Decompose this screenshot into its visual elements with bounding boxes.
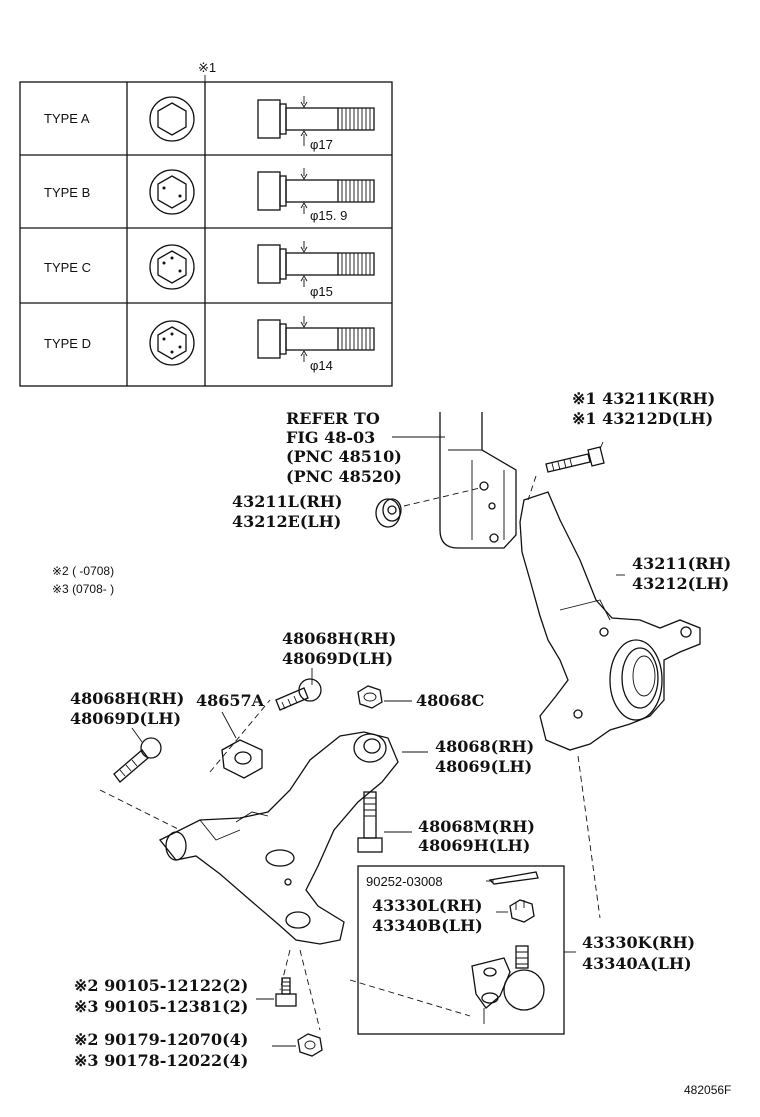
hex-head-type-d-icon (149, 320, 195, 366)
label-arm-rh: 48068(RH) (435, 737, 534, 756)
label-nut-ball-lh: 43340B(LH) (372, 916, 483, 935)
lower-control-arm (158, 731, 399, 945)
label-nut-b-2: ※2 90179-12070(4) (74, 1030, 248, 1049)
castle-nut-icon (509, 899, 535, 923)
label-bolt-a-3: ※3 90105-12381(2) (74, 997, 248, 1016)
bolt-type-table: ※1 TYPE A TYPE B TYPE C TYPE D (19, 60, 393, 387)
label-nut-b-3: ※3 90178-12022(4) (74, 1051, 248, 1070)
camber-bolt-icon (545, 441, 605, 473)
label-bracket: 48657A (196, 691, 265, 710)
note-2-date-range: ※2 ( -0708) (52, 564, 114, 578)
refer-line-3: (PNC 48510) (286, 447, 402, 466)
label-bolt-k: ※1 43211K(RH) (572, 389, 715, 408)
label-bolt-m-lh: 48069H(LH) (418, 836, 530, 855)
refer-block: REFER TO FIG 48-03 (PNC 48510) (PNC 4852… (286, 409, 445, 486)
label-nut-e: 43212E(LH) (232, 512, 341, 531)
label-cotter-pin: 90252-03008 (366, 874, 443, 889)
hex-head-type-c-icon (149, 244, 195, 290)
refer-line-1: REFER TO (286, 409, 380, 428)
type-d-diameter: φ14 (310, 358, 333, 373)
refer-line-2: FIG 48-03 (286, 428, 375, 447)
type-b-label: TYPE B (44, 185, 90, 200)
steering-knuckle (519, 491, 701, 751)
vertical-bolt-icon (357, 791, 383, 853)
flange-nut-icon (375, 498, 402, 528)
label-knuckle-rh: 43211(RH) (632, 554, 731, 573)
label-bolt-left-lh: 48069D(LH) (70, 709, 181, 728)
label-nut-ball-rh: 43330L(RH) (372, 896, 482, 915)
label-bolt-d: ※1 43212D(LH) (572, 409, 713, 428)
hex-head-type-b-icon (149, 169, 195, 215)
refer-line-4: (PNC 48520) (286, 467, 402, 486)
bolt-side-type-a-icon (257, 96, 375, 146)
label-nut-c: 48068C (416, 691, 484, 710)
label-bolt-left-rh: 48068H(RH) (70, 689, 184, 708)
label-bolt-top-lh: 48069D(LH) (282, 649, 393, 668)
label-arm-lh: 48069(LH) (435, 757, 532, 776)
ball-joint-box (357, 865, 565, 1035)
bolt-side-type-b-icon (257, 168, 375, 214)
label-bolt-top-rh: 48068H(RH) (282, 629, 396, 648)
note-mark-1: ※1 (198, 60, 216, 75)
mounting-bolt-icon (275, 977, 297, 1007)
type-d-label: TYPE D (44, 336, 91, 351)
bolt-side-type-c-icon (257, 241, 375, 287)
type-b-diameter: φ15. 9 (310, 208, 347, 223)
type-c-label: TYPE C (44, 260, 91, 275)
hex-head-type-a-icon (149, 96, 195, 142)
table-border (19, 81, 393, 387)
bolt-side-type-d-icon (257, 316, 375, 362)
label-nut-l: 43211L(RH) (232, 492, 342, 511)
type-a-diameter: φ17 (310, 137, 333, 152)
label-ball-rh: 43330K(RH) (582, 933, 695, 952)
label-knuckle-lh: 43212(LH) (632, 574, 729, 593)
front-bushing-bolt-icon (275, 678, 322, 711)
type-a-label: TYPE A (44, 111, 90, 126)
rear-bushing-bolt-icon (113, 737, 162, 783)
label-ball-lh: 43340A(LH) (582, 954, 692, 973)
figure-id: 482056F (684, 1083, 731, 1097)
strut-bracket (439, 412, 517, 549)
label-bolt-a-2: ※2 90105-12122(2) (74, 976, 248, 995)
label-bolt-m-rh: 48068M(RH) (418, 817, 535, 836)
ball-joint (471, 945, 545, 1024)
type-c-diameter: φ15 (310, 284, 333, 299)
hex-nut-icon (357, 685, 383, 709)
note-3-date-range: ※3 (0708- ) (52, 582, 114, 596)
bushing-bracket-icon (221, 739, 263, 779)
cotter-pin-icon (486, 871, 539, 885)
mounting-nut-icon (297, 1033, 323, 1057)
